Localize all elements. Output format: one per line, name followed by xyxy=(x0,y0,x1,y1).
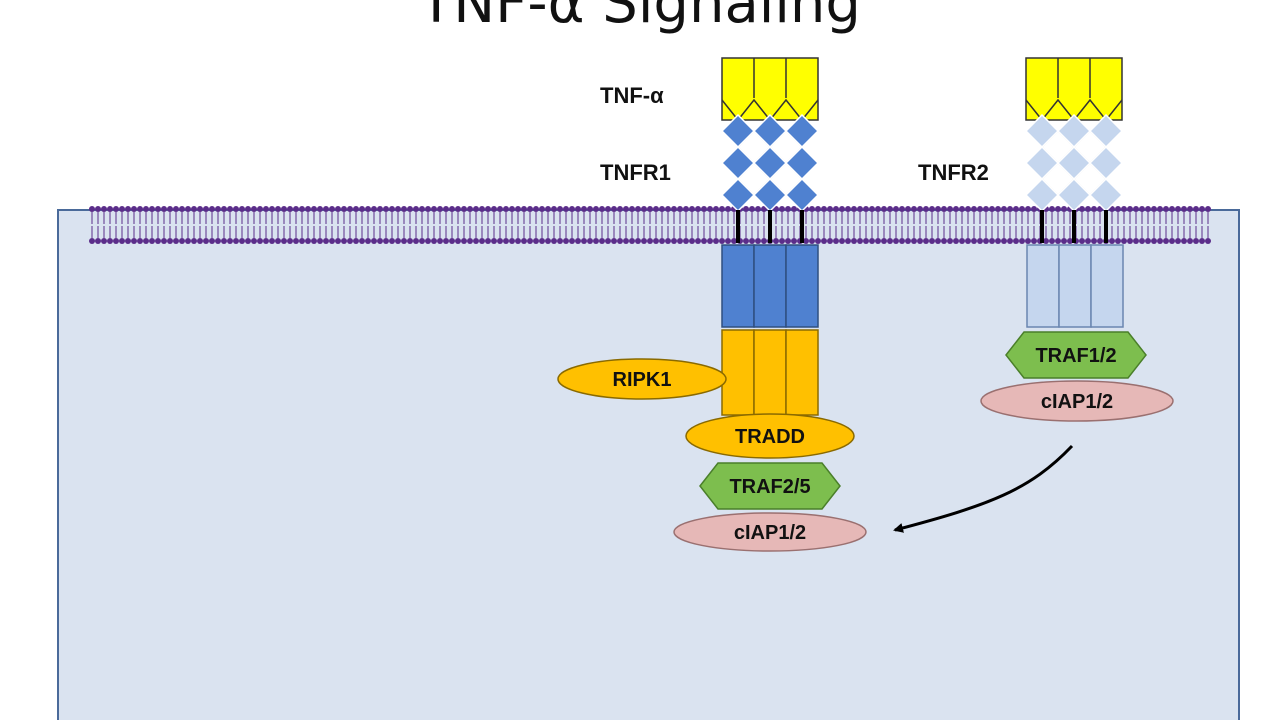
tnf-alpha-ligand-left xyxy=(721,57,819,122)
tnfr2-complex: TRAF1/2 cIAP1/2 xyxy=(980,57,1174,422)
tnfr2-intracellular-domain xyxy=(1026,244,1124,328)
traf25-label: TRAF2/5 xyxy=(729,476,810,498)
cell-membrane xyxy=(89,206,1211,244)
tradd-label: TRADD xyxy=(735,426,805,448)
traf12-node: TRAF1/2 xyxy=(1005,331,1147,379)
tnfr2-transmembrane xyxy=(1040,210,1108,243)
ciap-right-label: cIAP1/2 xyxy=(1041,391,1113,413)
tnfr1-label: TNFR1 xyxy=(600,160,671,185)
tnfr2-extracellular-domain xyxy=(1024,113,1124,213)
tnfr1-extracellular-domain xyxy=(720,113,820,213)
ciap-right-node: cIAP1/2 xyxy=(980,380,1174,422)
page-title: TNF-α Signaling xyxy=(419,0,861,36)
tnf-alpha-ligand-right xyxy=(1025,57,1123,122)
translocation-arrow xyxy=(893,444,1074,533)
tnfr1-intracellular-domain xyxy=(721,244,819,328)
traf12-label: TRAF1/2 xyxy=(1035,345,1116,367)
traf25-node: TRAF2/5 xyxy=(699,462,841,510)
tnf-alpha-label: TNF-α xyxy=(600,83,664,108)
tradd-node: TRADD xyxy=(685,413,855,459)
tnfr1-complex: RIPK1 TRADD TRAF2/5 cIAP1/2 xyxy=(557,57,867,552)
ciap-left-label: cIAP1/2 xyxy=(734,522,806,544)
ciap-left-node: cIAP1/2 xyxy=(673,512,867,552)
ripk1-label: RIPK1 xyxy=(613,369,672,391)
tnfr2-label: TNFR2 xyxy=(918,160,989,185)
tradd-trimer xyxy=(721,329,819,416)
ripk1-node: RIPK1 xyxy=(557,358,727,400)
tnfr1-transmembrane xyxy=(736,210,804,243)
